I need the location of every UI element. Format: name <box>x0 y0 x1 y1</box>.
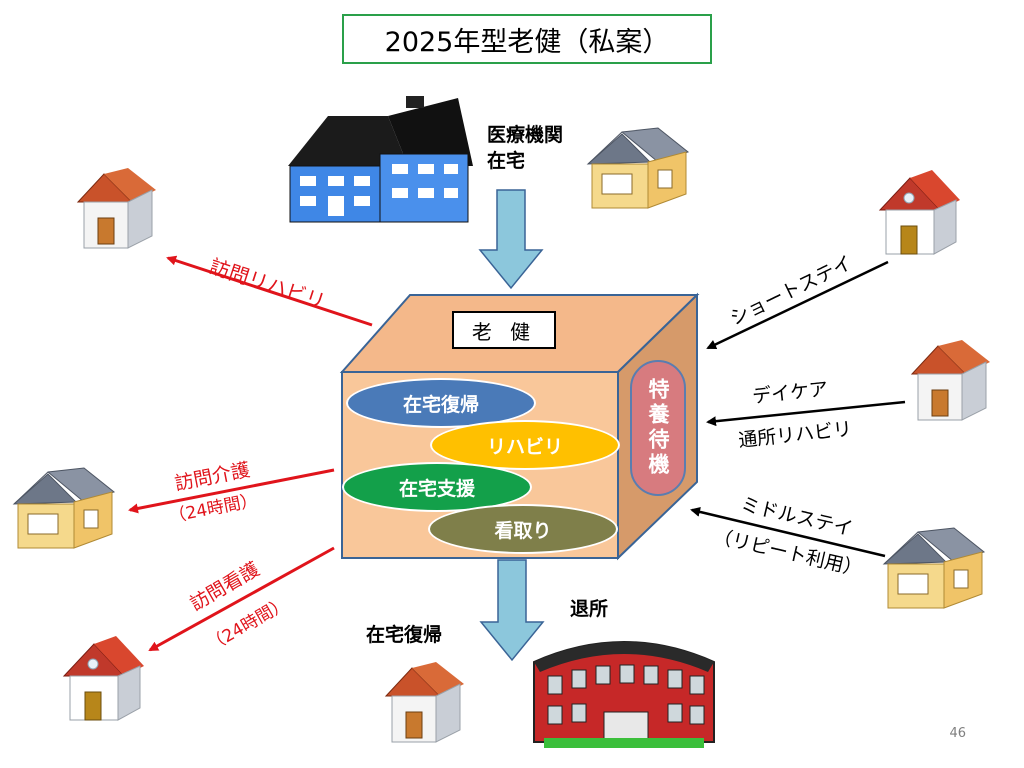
house-icon-left-top <box>77 167 157 249</box>
nursing-home-waiting-label: 特養待機 <box>630 360 686 496</box>
item-rehab: リハビリ <box>430 420 620 470</box>
house-icon-left-middle <box>13 467 115 549</box>
facility-building-icon <box>533 641 715 748</box>
source-label-line1: 医療機関 <box>487 124 564 146</box>
house-icon-right-top <box>879 169 961 255</box>
page-number: 46 <box>949 726 966 741</box>
arrow-visit-nursing <box>148 546 335 652</box>
label-discharge: 退所 <box>570 598 609 620</box>
flow-arrow-top <box>478 189 544 290</box>
roken-box-label: 老 健 <box>452 311 556 349</box>
house-icon-top-right <box>587 127 689 209</box>
page-title: 2025年型老健（私案） <box>342 14 712 64</box>
house-icon-bottom <box>385 661 465 743</box>
item-home-support: 在宅支援 <box>342 462 532 512</box>
arrow-day-care <box>706 400 906 427</box>
house-icon-right-bottom <box>883 527 985 609</box>
arrow-visit-rehab <box>166 255 373 327</box>
arrow-middle-stay <box>690 506 886 558</box>
house-icon-right-middle <box>911 339 991 421</box>
hospital-building-icon <box>288 96 473 223</box>
label-home-return-bottom: 在宅復帰 <box>366 624 443 646</box>
arrow-short-stay <box>706 260 889 350</box>
source-label-line2: 在宅 <box>487 150 526 172</box>
arrow-visit-care <box>128 468 335 514</box>
flow-arrow-bottom <box>479 559 545 662</box>
item-end-of-life-care: 看取り <box>428 504 618 554</box>
house-icon-left-bottom <box>63 635 145 721</box>
